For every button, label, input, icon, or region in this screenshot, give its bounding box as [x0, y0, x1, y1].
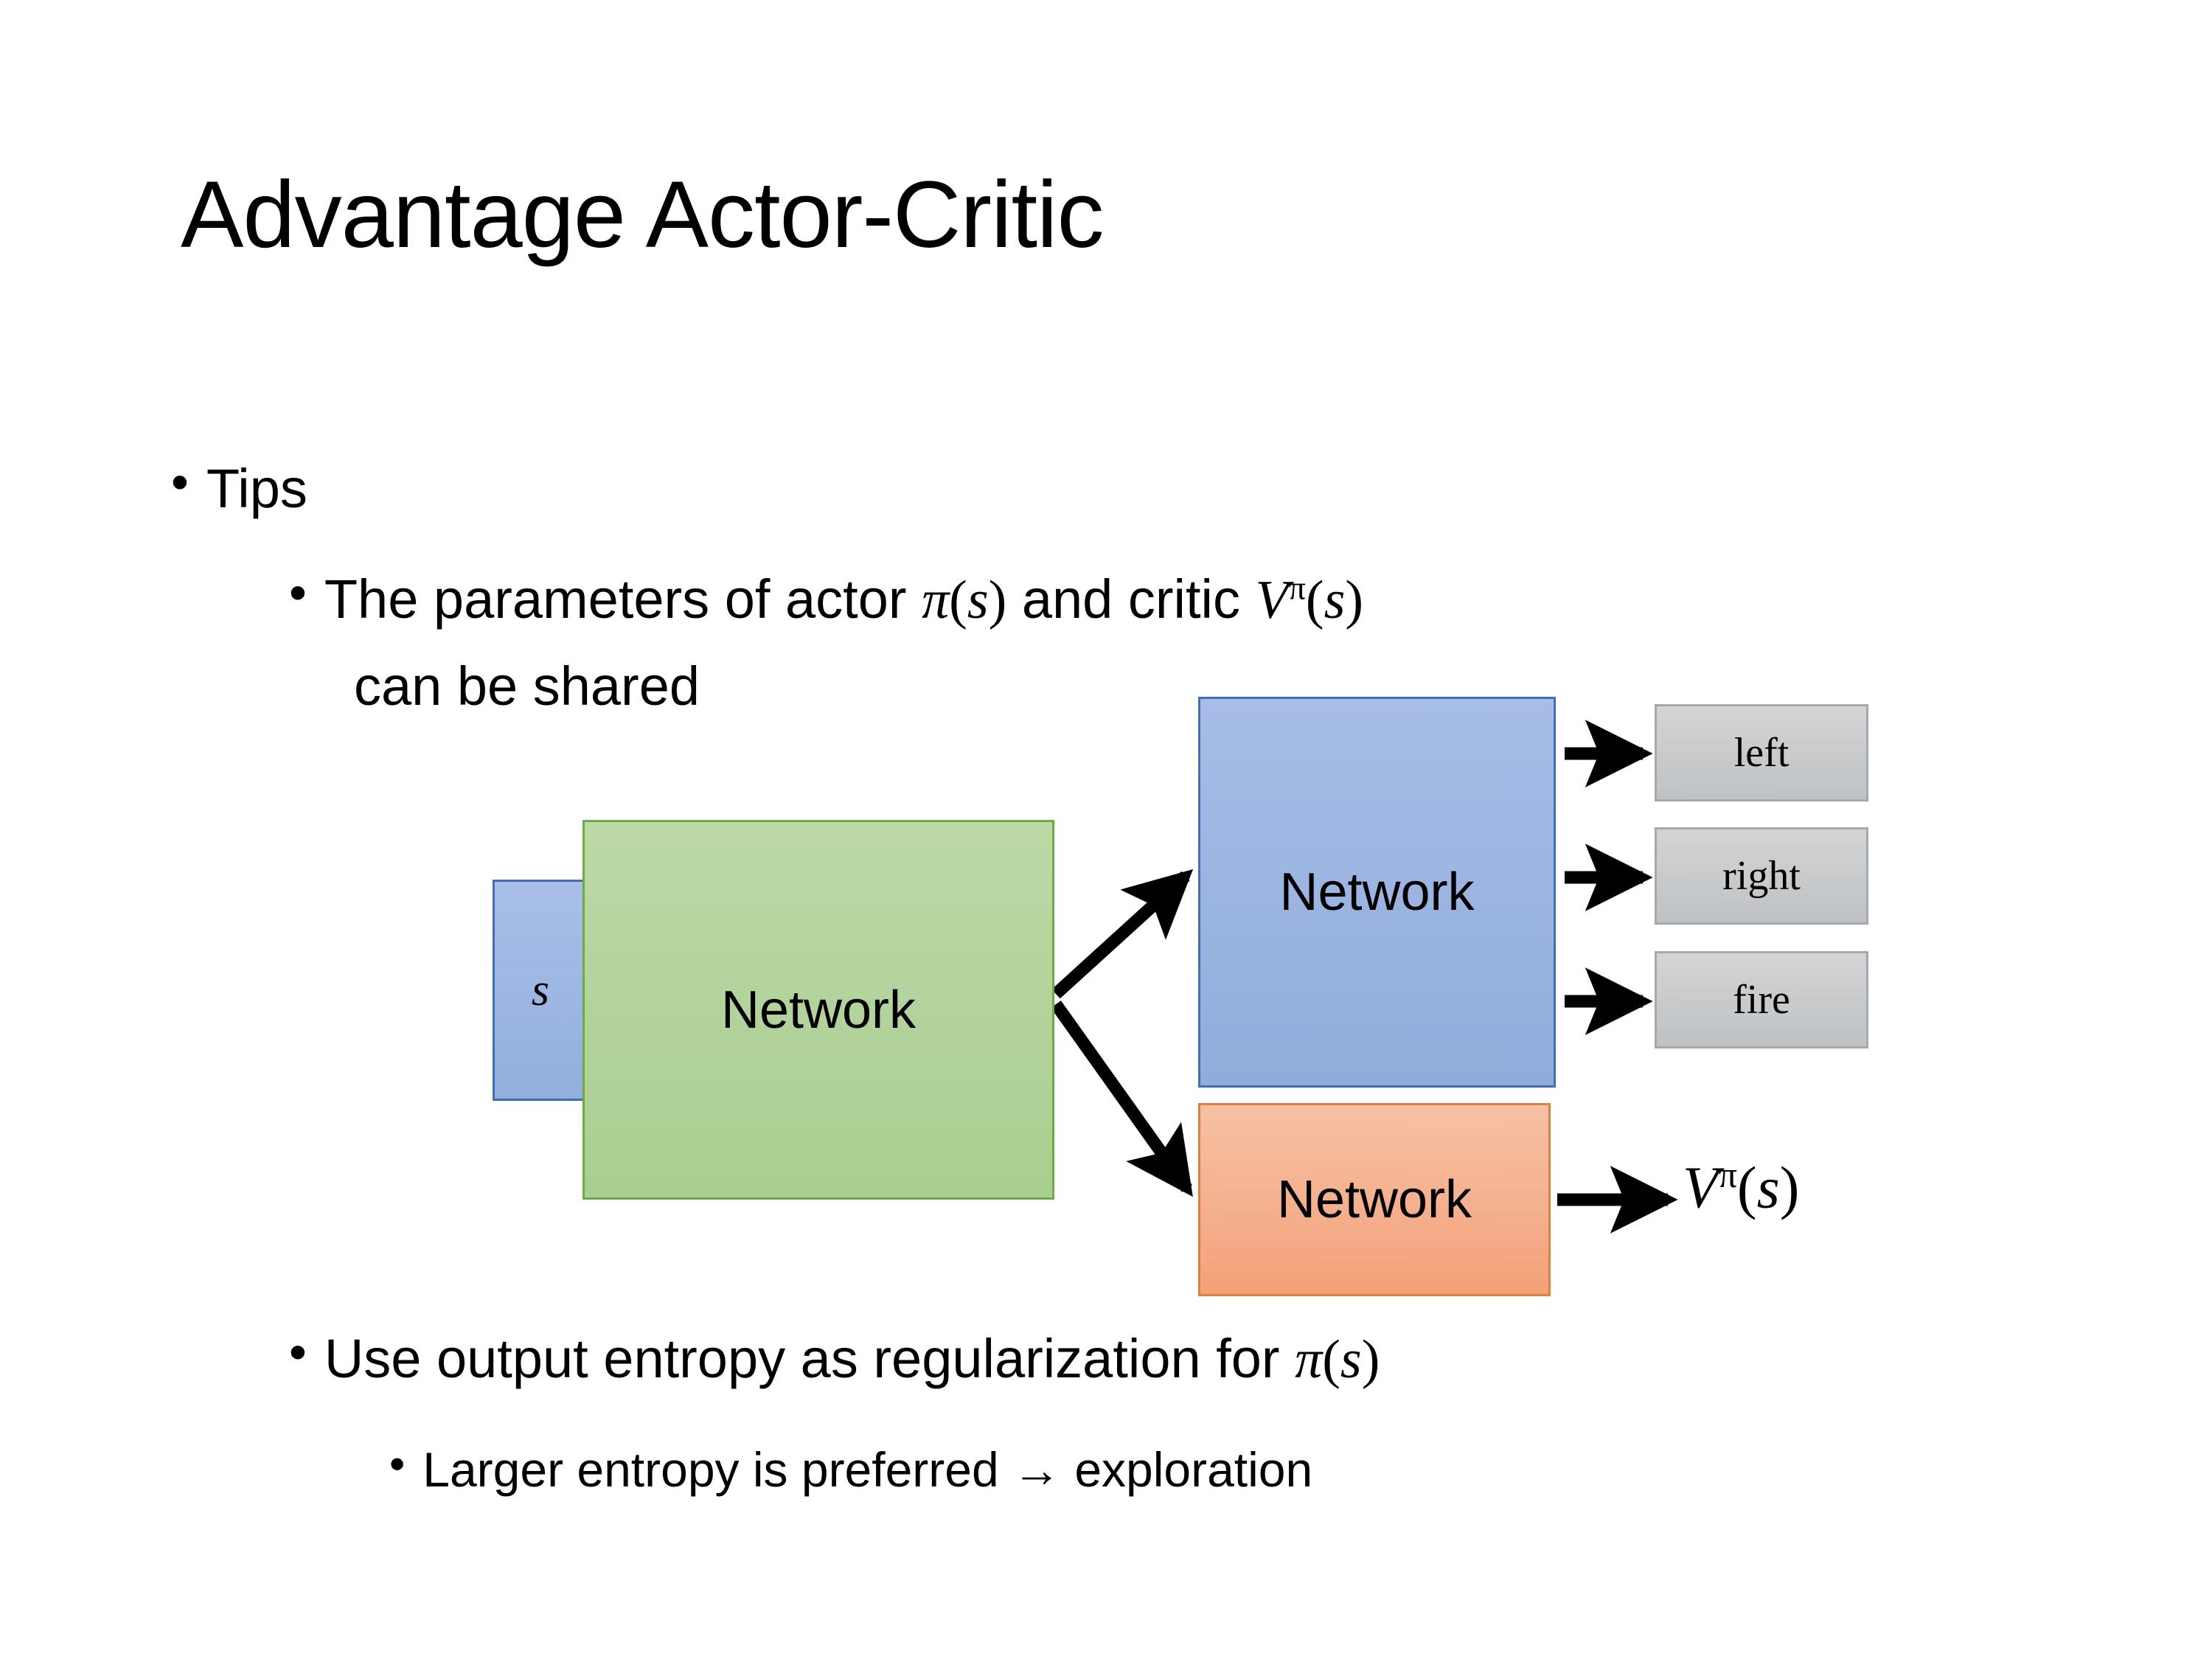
- bullet-shared-parameters: • The parameters of actor π(s) and criti…: [289, 565, 1363, 717]
- bullet-larger-entropy: • Larger entropy is preferred → explorat…: [389, 1441, 1312, 1498]
- bullet-shared-parameters-line2: can be shared: [354, 655, 700, 717]
- value-function-symbol: Vπ(s): [1255, 568, 1364, 630]
- bullet-marker: •: [389, 1439, 406, 1489]
- state-input-box: s: [493, 880, 588, 1101]
- critic-network-label: Network: [1276, 1170, 1472, 1229]
- policy-symbol: π(s): [922, 570, 1007, 630]
- page-title: Advantage Actor-Critic: [181, 162, 1104, 268]
- action-output-fire-label: fire: [1733, 977, 1790, 1023]
- bullet-tips: • Tips: [171, 457, 307, 520]
- critic-output-base: V: [1683, 1155, 1719, 1221]
- shared-network-box: Network: [582, 820, 1054, 1200]
- bullet-marker: •: [171, 454, 189, 510]
- bullet-larger-entropy-label: Larger entropy is preferred → exploratio…: [422, 1442, 1313, 1497]
- action-output-left-label: left: [1733, 730, 1790, 776]
- bullet-entropy-regularization: • Use output entropy as regularization f…: [289, 1327, 1380, 1391]
- critic-network-box: Network: [1198, 1103, 1551, 1296]
- bullet-marker: •: [289, 565, 307, 621]
- arrow-shared-to-actor: [1051, 869, 1194, 999]
- entropy-text-prefix: Use output entropy as regularization for: [324, 1328, 1295, 1389]
- action-output-right-label: right: [1722, 853, 1801, 899]
- state-symbol: s: [531, 964, 550, 1015]
- critic-output-value-symbol: Vπ(s): [1683, 1155, 1800, 1221]
- action-output-right: right: [1655, 827, 1868, 925]
- bullet-entropy-text: Use output entropy as regularization for…: [324, 1327, 1380, 1391]
- action-output-left: left: [1655, 704, 1868, 801]
- critic-output-exponent: π: [1718, 1155, 1737, 1195]
- action-output-fire: fire: [1655, 951, 1868, 1048]
- bullet-shared-parameters-line1: The parameters of actor π(s) and critic …: [324, 568, 1363, 632]
- actor-network-box: Network: [1198, 697, 1556, 1088]
- params-text-prefix: The parameters of actor: [324, 568, 922, 630]
- shared-network-label: Network: [720, 980, 917, 1040]
- bullet-tips-label: Tips: [206, 458, 307, 519]
- policy-symbol: π(s): [1295, 1329, 1380, 1390]
- params-text-middle: and critic: [1006, 568, 1256, 630]
- bullet-marker: •: [289, 1324, 307, 1380]
- arrow-shared-to-critic: [1051, 1001, 1193, 1197]
- actor-network-label: Network: [1279, 863, 1475, 922]
